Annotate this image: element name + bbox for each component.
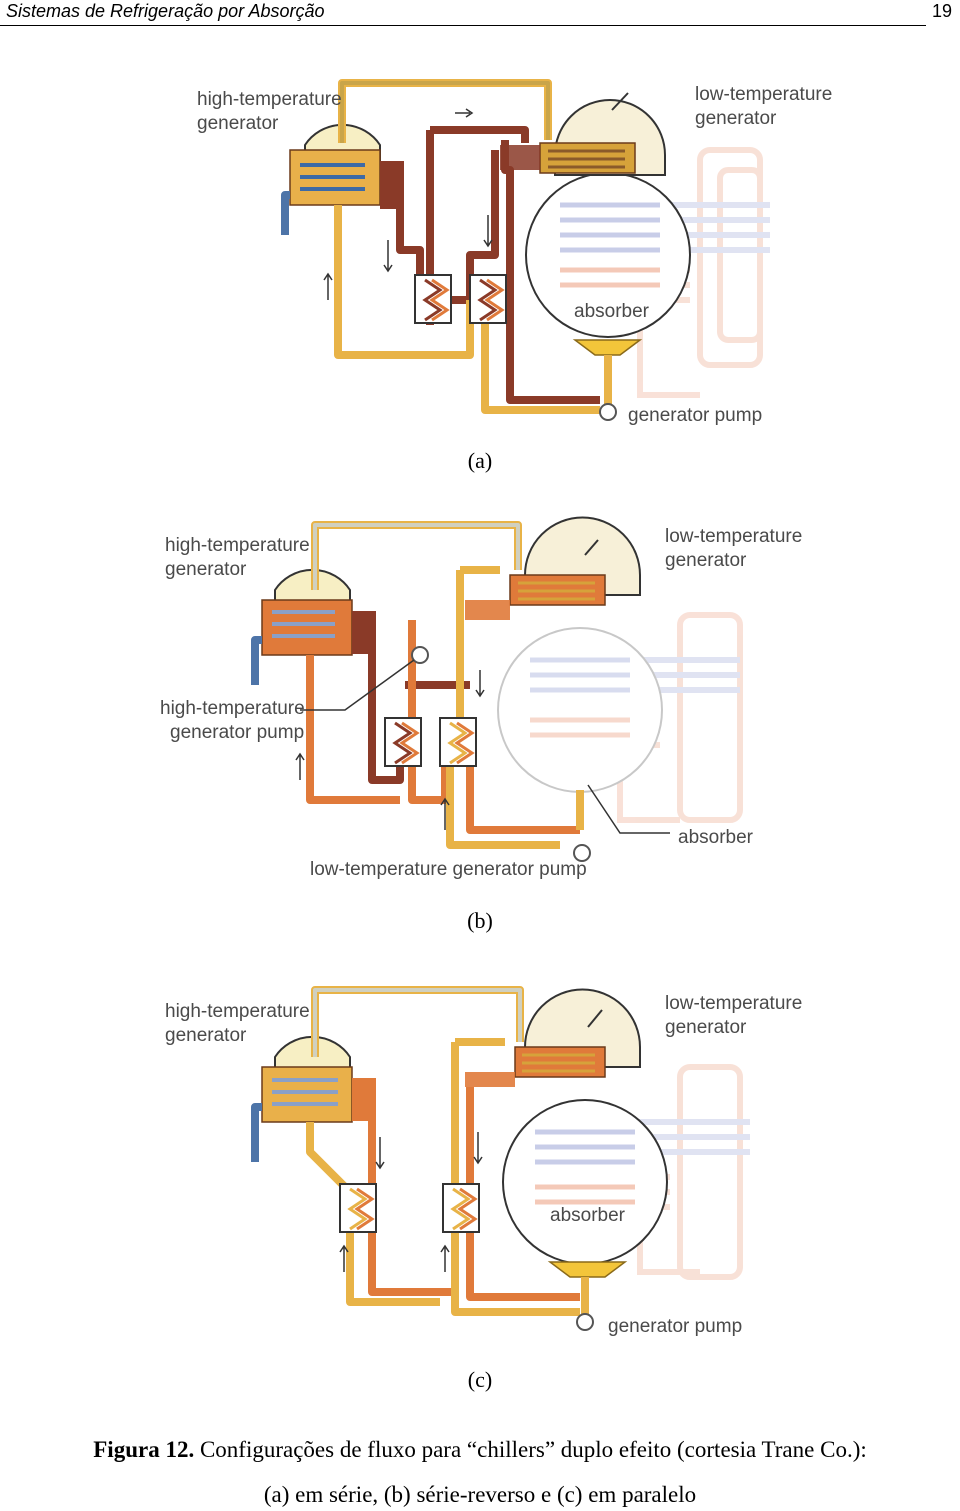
figure-caption-line-2: (a) em série, (b) série-reverso e (c) em… <box>263 1482 697 1507</box>
figure-caption-line-1: Figura 12. Configurações de fluxo para “… <box>0 1437 960 1463</box>
label-high-temp-generator-2: generator <box>197 113 279 134</box>
sublabel-c: (c) <box>467 1367 493 1392</box>
label-high-temp-generator-1: high-temperature <box>165 1001 310 1022</box>
figure-panel-c: high-temperature generator low-temperatu… <box>0 972 960 1352</box>
page-header: Sistemas de Refrigeração por Absorção 19 <box>0 0 960 26</box>
label-high-temp-generator-1: high-temperature <box>165 535 310 556</box>
label-absorber: absorber <box>574 301 650 322</box>
label-low-temp-generator-2: generator <box>665 1017 747 1038</box>
label-absorber: absorber <box>550 1205 626 1226</box>
absorption-diagram-series: high-temperature generator low-temperatu… <box>197 79 832 426</box>
label-low-temp-generator-1: low-temperature <box>665 993 802 1014</box>
label-high-temp-generator-1: high-temperature <box>197 89 342 110</box>
figure-panel-a: high-temperature generator low-temperatu… <box>0 55 960 435</box>
label-low-temp-generator-pump: low-temperature generator pump <box>310 859 587 880</box>
figure-panel-b: high-temperature generator low-temperatu… <box>0 500 960 895</box>
caption-text-1: Configurações de fluxo para “chillers” d… <box>194 1437 867 1462</box>
label-generator-pump: generator pump <box>628 405 762 426</box>
figure-number: Figura 12. <box>93 1437 195 1462</box>
absorption-diagram-series-reverse: high-temperature generator low-temperatu… <box>160 516 802 880</box>
label-low-temp-generator-1: low-temperature <box>665 526 802 547</box>
label-high-temp-pump-2: generator pump <box>170 722 304 743</box>
absorption-diagram-parallel: high-temperature generator low-temperatu… <box>165 986 802 1337</box>
label-low-temp-generator-1: low-temperature <box>695 84 832 105</box>
label-low-temp-generator-2: generator <box>665 550 747 571</box>
label-generator-pump: generator pump <box>608 1316 742 1337</box>
label-high-temp-generator-2: generator <box>165 559 247 580</box>
page-number: 19 <box>931 1 952 21</box>
label-high-temp-generator-2: generator <box>165 1025 247 1046</box>
header-rule <box>0 25 926 26</box>
sublabel-a: (a) <box>467 448 493 473</box>
label-absorber: absorber <box>678 827 754 848</box>
sublabel-b: (b) <box>467 908 493 933</box>
label-low-temp-generator-2: generator <box>695 108 777 129</box>
running-title: Sistemas de Refrigeração por Absorção <box>6 1 325 21</box>
label-high-temp-pump-1: high-temperature <box>160 698 305 719</box>
